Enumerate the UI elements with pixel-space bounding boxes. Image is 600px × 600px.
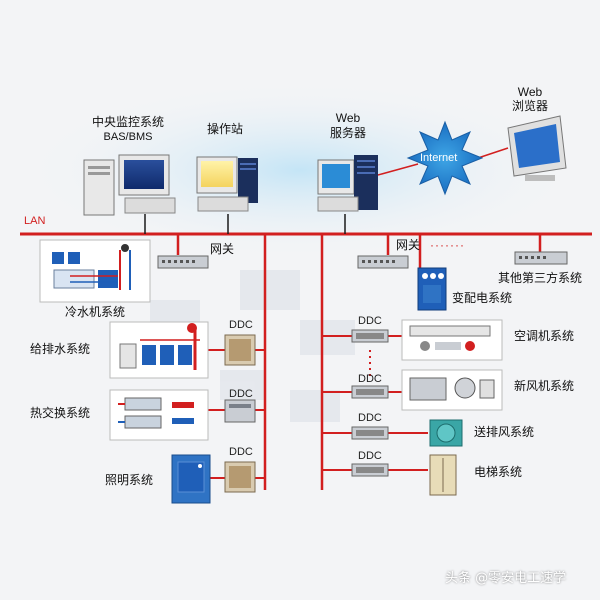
background-glow [20, 80, 580, 260]
gateway-right-icon [357, 255, 409, 269]
fresh-air-system-label: 新风机系统 [514, 379, 575, 393]
ventilation-system-label: 送排风系统 [474, 425, 535, 439]
water-system-label: 给排水系统 [30, 342, 91, 356]
lighting-panel-icon [171, 454, 211, 504]
internet-label: Internet [420, 152, 458, 164]
third-party-system-label: 其他第三方系统 [498, 271, 583, 285]
central-system-title: 中央监控系统 [91, 115, 164, 129]
water-system-panel [109, 321, 209, 379]
ddc-water-icon [224, 334, 256, 366]
gateway-right-label: 网关 [396, 238, 421, 252]
right-branches [322, 335, 428, 471]
ddc-lighting-icon [224, 461, 256, 493]
elevator-system-label: 电梯系统 [474, 465, 523, 479]
web-server-label-line2: 服务器 [329, 126, 366, 140]
web-browser-label-line2: 浏览器 [511, 99, 548, 113]
ddc-heat-label: DDC [229, 388, 253, 400]
background-tiles [150, 270, 355, 422]
ddc-ac-label: DDC [358, 315, 382, 327]
central-workstation-icon [83, 154, 176, 216]
ddc-elevator-label: DDC [358, 450, 382, 462]
ddc-water-label: DDC [229, 319, 253, 331]
left-branches [208, 349, 265, 479]
web-server-label-line1: Web [335, 111, 361, 125]
ddc-fresh-air-label: DDC [358, 373, 382, 385]
watermark: 头条 @零安电工速学 [445, 571, 567, 586]
ddc-ventilation-label: DDC [358, 412, 382, 424]
lan-drops [144, 214, 346, 234]
ddc-ventilation-icon [351, 426, 389, 440]
ddc-heat-icon [224, 399, 256, 423]
gateway-third-party-icon [514, 251, 568, 265]
ddc-fresh-air-icon [351, 385, 389, 399]
vertical-risers [176, 234, 542, 490]
gateway-left-label: 网关 [210, 242, 235, 256]
substation-system-label: 变配电系统 [452, 291, 513, 305]
heat-exchange-system-panel [109, 389, 209, 441]
lighting-system-label: 照明系统 [105, 473, 154, 487]
ac-system-label: 空调机系统 [514, 329, 575, 343]
substation-cabinet-icon [417, 267, 447, 311]
lan-label: LAN [24, 215, 46, 227]
chiller-system-panel [39, 239, 151, 303]
gateway-left-icon [157, 255, 209, 269]
web-browser-monitor-icon [507, 115, 567, 181]
ddc-elevator-icon [351, 463, 389, 477]
central-system-subtitle: BAS/BMS [103, 131, 153, 143]
fresh-air-unit-panel [401, 369, 503, 411]
ddc-lighting-label: DDC [229, 446, 253, 458]
heat-exchange-system-label: 热交换系统 [30, 406, 91, 420]
elevator-icon [429, 454, 457, 496]
ventilation-fan-icon [429, 419, 463, 447]
internet-cloud-icon [406, 120, 484, 196]
operator-station-label: 操作站 [207, 122, 244, 136]
web-browser-label-line1: Web [517, 85, 543, 99]
web-server-icon [317, 155, 378, 212]
chiller-system-label: 冷水机系统 [65, 305, 126, 319]
gateway-continuation-dots: ······· [430, 238, 465, 252]
ddc-ac-icon [351, 329, 389, 343]
operator-workstation-icon [196, 156, 258, 212]
ac-unit-panel [401, 319, 503, 361]
